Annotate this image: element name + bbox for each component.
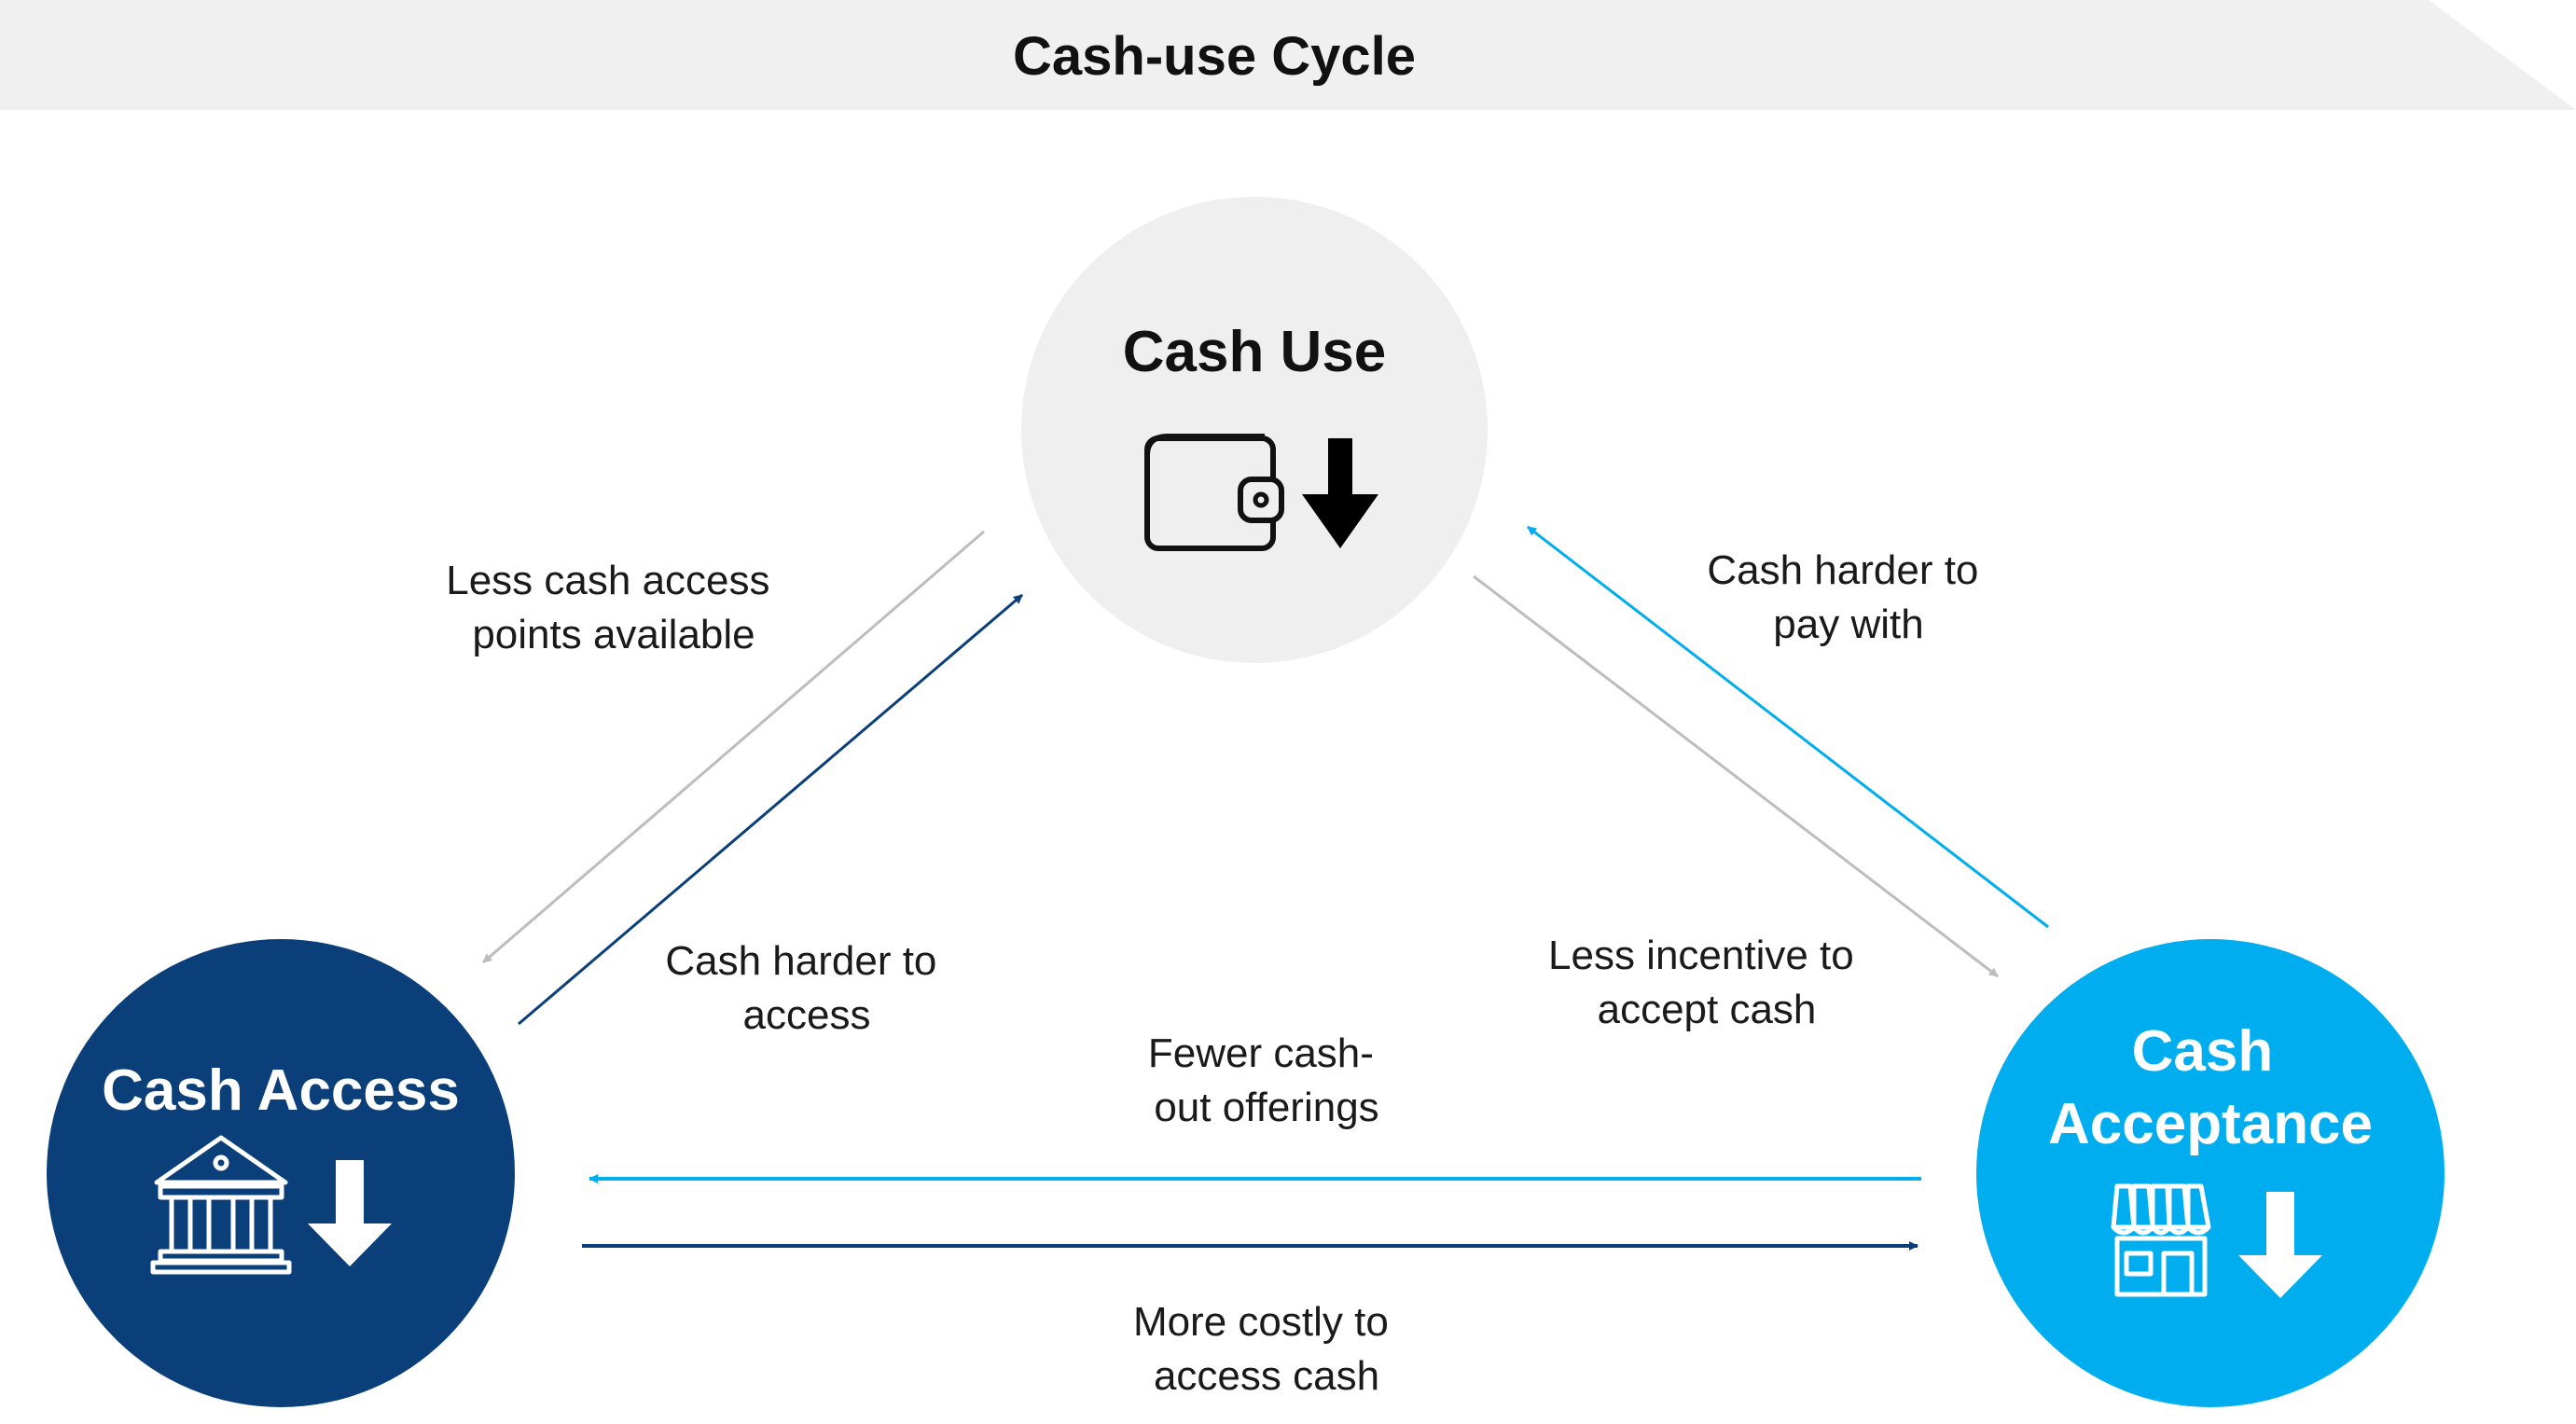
cash-use-title: Cash Use	[1123, 320, 1387, 384]
arrow-use-to-acceptance-gray	[1473, 574, 1999, 978]
down-arrow-icon	[308, 1160, 392, 1266]
wallet-icon	[1144, 434, 1284, 551]
arrow-acceptance-to-use-blue	[1527, 525, 2049, 929]
down-arrow-icon	[1302, 438, 1378, 548]
storefront-icon	[2111, 1183, 2211, 1297]
edge-label-cash-harder-to-access: Cash harder to access	[665, 938, 948, 1038]
down-arrow-icon	[2238, 1192, 2322, 1298]
edge-label-fewer-cash-out: Fewer cash- out offerings	[1148, 1030, 1385, 1130]
cash-acceptance-circle	[1976, 939, 2444, 1407]
header-band-shape	[0, 0, 2576, 110]
arrow-access-to-use-navy	[518, 593, 1023, 1026]
cash-access-circle	[47, 939, 515, 1407]
header-band: Cash-use Cycle	[0, 0, 2576, 110]
cash-access-title: Cash Access	[102, 1058, 460, 1123]
edge-label-cash-harder-to-pay: Cash harder to pay with	[1707, 547, 1989, 647]
edges	[482, 525, 2049, 1251]
node-cash-acceptance: Cash Acceptance	[1976, 939, 2444, 1407]
edge-label-more-costly: More costly to access cash	[1133, 1299, 1400, 1399]
node-cash-use: Cash Use	[1021, 197, 1488, 663]
arrow-use-to-access-gray	[482, 530, 985, 964]
cash-use-circle	[1021, 197, 1488, 663]
edge-labels: Less cash access points available Cash h…	[446, 547, 1989, 1399]
diagram-title: Cash-use Cycle	[1013, 26, 1416, 87]
bank-icon	[150, 1135, 292, 1275]
edge-label-less-cash-access: Less cash access points available	[446, 558, 782, 657]
edge-label-less-incentive: Less incentive to accept cash	[1548, 933, 1865, 1032]
cash-acceptance-title: Cash Acceptance	[2048, 1019, 2373, 1156]
node-cash-access: Cash Access	[47, 939, 515, 1407]
